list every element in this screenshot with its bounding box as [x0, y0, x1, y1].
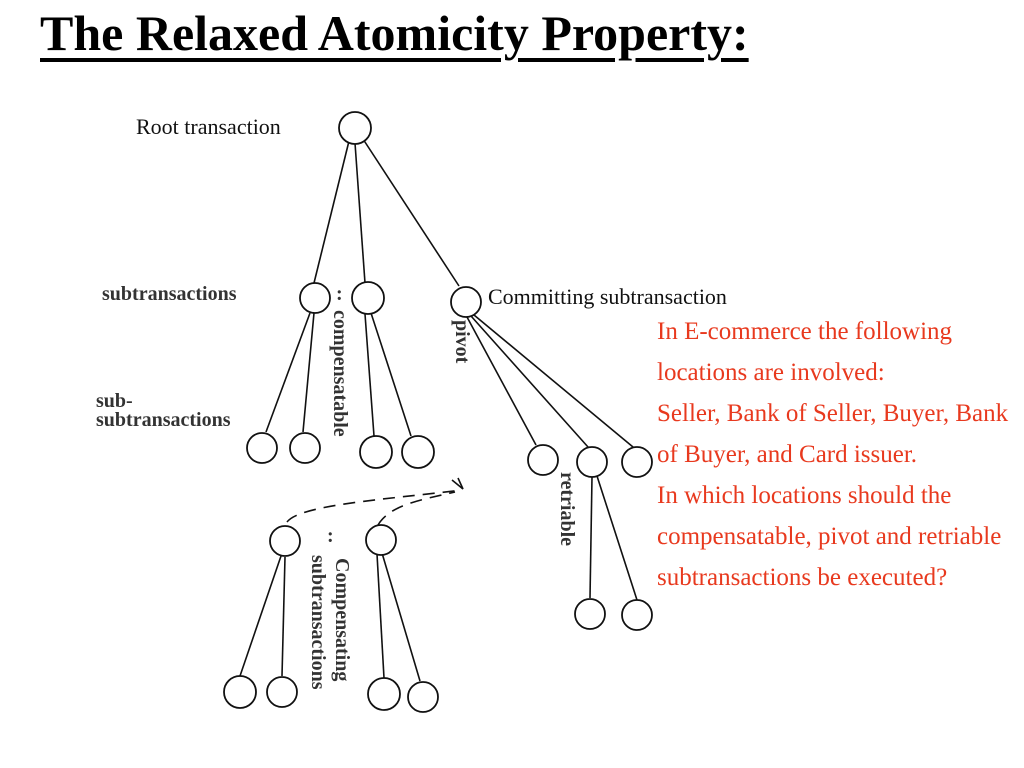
sub-subtransaction-node-3 [359, 435, 393, 469]
subtransactions-label: subtransactions [102, 283, 237, 305]
edge-comp1-leaf1 [239, 555, 282, 677]
pivot-label: pivot [451, 320, 473, 364]
sub-subtransaction-node-4 [401, 435, 435, 469]
retriable-node-1 [527, 444, 559, 476]
root-transaction-label: Root transaction [136, 114, 281, 139]
diagram-labels: Root transaction Committing subtransacti… [96, 114, 727, 690]
edge-sub1-leaf1 [265, 312, 311, 433]
edge-comp2-leaf2 [381, 552, 421, 682]
compensation-dashed-arrow-bottom [377, 491, 456, 526]
retriable-node-2 [576, 446, 608, 478]
edge-pivot-retriable2 [470, 315, 589, 448]
compensating-node-1 [269, 525, 301, 557]
compensating-leaf-node-2 [266, 676, 298, 708]
compensating-node-2 [365, 524, 397, 556]
edge-retriable2-leaf2 [596, 475, 638, 601]
compensating-leaf-node-4 [407, 681, 439, 713]
sub-subtransactions-label-line-2: subtransactions [96, 409, 231, 431]
tree-edges [239, 138, 638, 682]
edge-pivot-retriable3 [473, 314, 634, 448]
subtransaction-node-1 [299, 282, 331, 314]
slide-title: The Relaxed Atomicity Property: [40, 5, 749, 61]
edge-root-sub2 [354, 142, 366, 284]
ellipsis-marker-1: : [336, 283, 343, 305]
root-node [338, 111, 372, 145]
compensating-leaf-node-3 [367, 677, 401, 711]
pivot-node [450, 286, 482, 318]
question-text-block: In E-commerce the following locations ar… [657, 311, 1019, 598]
edge-comp2-leaf1 [376, 553, 385, 679]
edge-root-pivot [362, 138, 460, 287]
retriable-leaf-node-1 [574, 598, 606, 630]
ellipsis-marker-2: : [327, 525, 334, 547]
compensatable-label: compensatable [329, 310, 351, 437]
edge-comp1-leaf2 [281, 556, 286, 677]
edge-retriable2-leaf1 [589, 476, 593, 599]
edge-sub1-leaf2 [302, 312, 315, 433]
compensating-leaf-node-1 [223, 675, 257, 709]
sub-subtransaction-node-1 [246, 432, 278, 464]
compensation-dashed-arrow-top [286, 489, 463, 523]
retriable-leaf-node-2 [621, 599, 653, 631]
compensating-label-line-1: Compensating [331, 558, 353, 681]
compensation-arrowhead [451, 477, 464, 490]
question-line-2: Seller, Bank of Seller, Buyer, Bank of B… [657, 400, 1009, 468]
retriable-node-3 [621, 446, 653, 478]
question-line-1: In E-commerce the following locations ar… [657, 318, 953, 386]
sub-subtransactions-label-line-1: sub- [96, 390, 133, 412]
edge-sub2-leaf1 [364, 313, 375, 437]
sub-subtransaction-node-2 [289, 432, 321, 464]
edge-pivot-retriable1 [466, 316, 537, 446]
question-line-3: In which locations should the compensata… [657, 482, 1002, 591]
edge-sub2-leaf2 [370, 312, 412, 437]
subtransaction-node-2 [351, 281, 385, 315]
committing-subtransaction-label: Committing subtransaction [488, 284, 727, 309]
edge-root-sub1 [313, 140, 350, 284]
tree-nodes [223, 111, 653, 713]
compensating-label-line-2: subtransactions [307, 555, 329, 690]
retriable-label: retriable [556, 472, 578, 546]
